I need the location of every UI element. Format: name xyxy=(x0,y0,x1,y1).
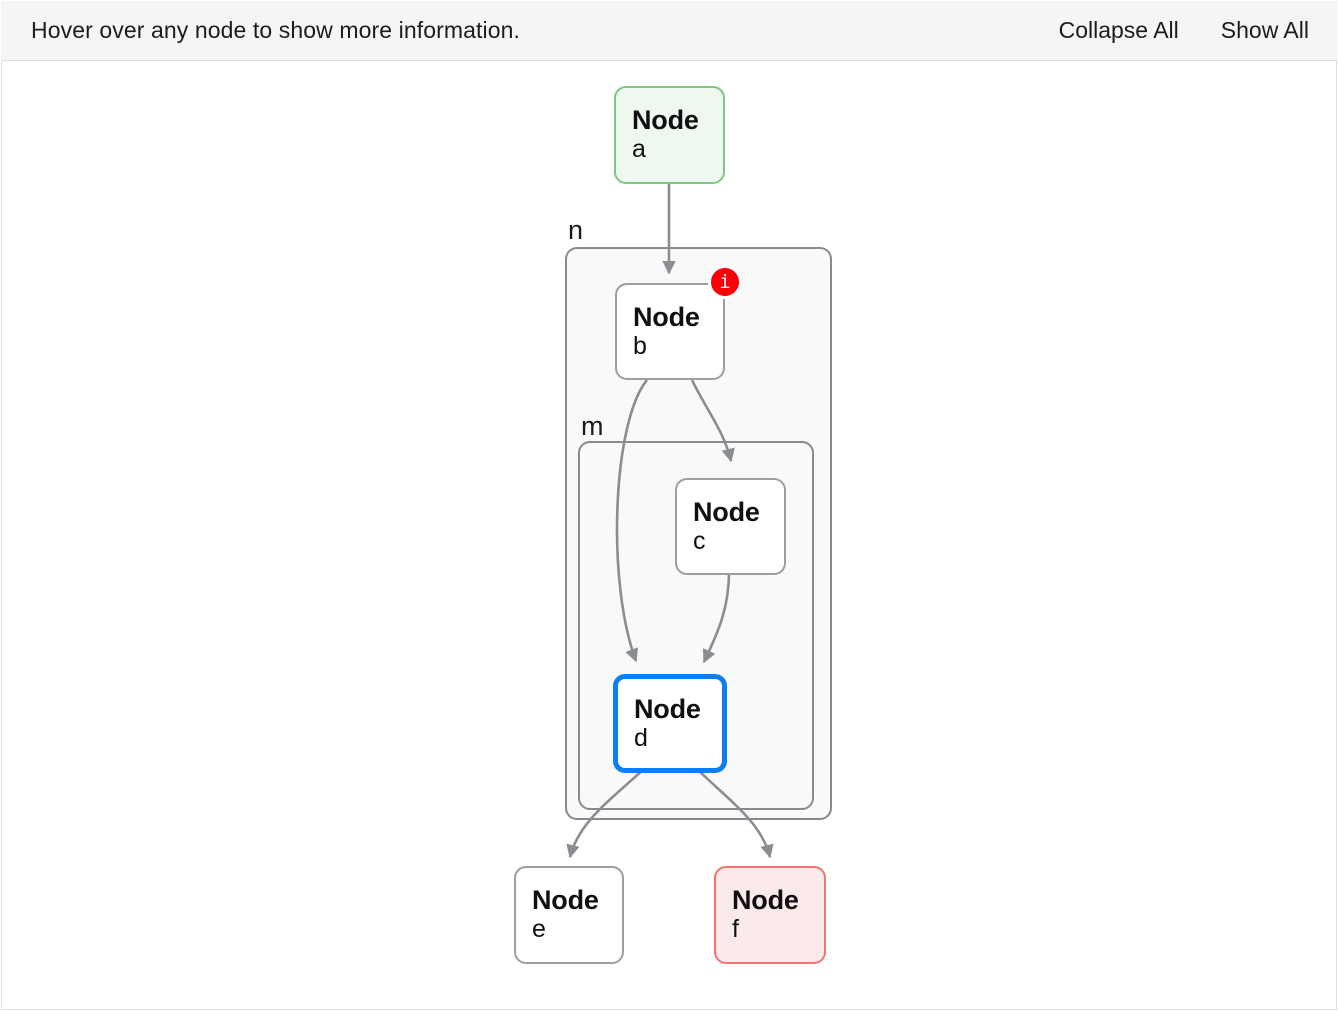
node-d-title: Node xyxy=(634,693,701,724)
info-badge-icon[interactable]: i xyxy=(708,265,742,299)
node-e-subtitle: e xyxy=(532,915,546,944)
toolbar-actions: Collapse All Show All xyxy=(1059,15,1309,46)
node-f[interactable]: Node f xyxy=(714,866,826,964)
node-b-subtitle: b xyxy=(633,331,647,360)
node-f-subtitle: f xyxy=(732,915,739,944)
toolbar-hint-text: Hover over any node to show more informa… xyxy=(31,17,521,43)
node-a-title: Node xyxy=(632,105,699,136)
node-f-title: Node xyxy=(732,885,799,916)
node-b-title: Node xyxy=(633,301,700,332)
node-a[interactable]: Node a xyxy=(614,86,725,184)
node-c-subtitle: c xyxy=(693,526,706,555)
toolbar: Hover over any node to show more informa… xyxy=(1,1,1337,61)
graph-canvas[interactable]: n m xyxy=(1,61,1337,1010)
node-d[interactable]: Node d xyxy=(613,674,727,773)
node-a-subtitle: a xyxy=(632,135,646,164)
node-e[interactable]: Node e xyxy=(514,866,624,964)
node-e-title: Node xyxy=(532,885,599,916)
cluster-n-label: n xyxy=(568,215,584,245)
show-all-button[interactable]: Show All xyxy=(1221,15,1309,46)
graph-frame: n m xyxy=(2,61,1336,1009)
node-c-title: Node xyxy=(693,496,760,527)
cluster-m-label: m xyxy=(581,411,604,441)
node-c[interactable]: Node c xyxy=(675,478,786,575)
collapse-all-button[interactable]: Collapse All xyxy=(1059,15,1179,46)
node-d-subtitle: d xyxy=(634,723,648,752)
node-b[interactable]: Node b xyxy=(615,283,725,380)
